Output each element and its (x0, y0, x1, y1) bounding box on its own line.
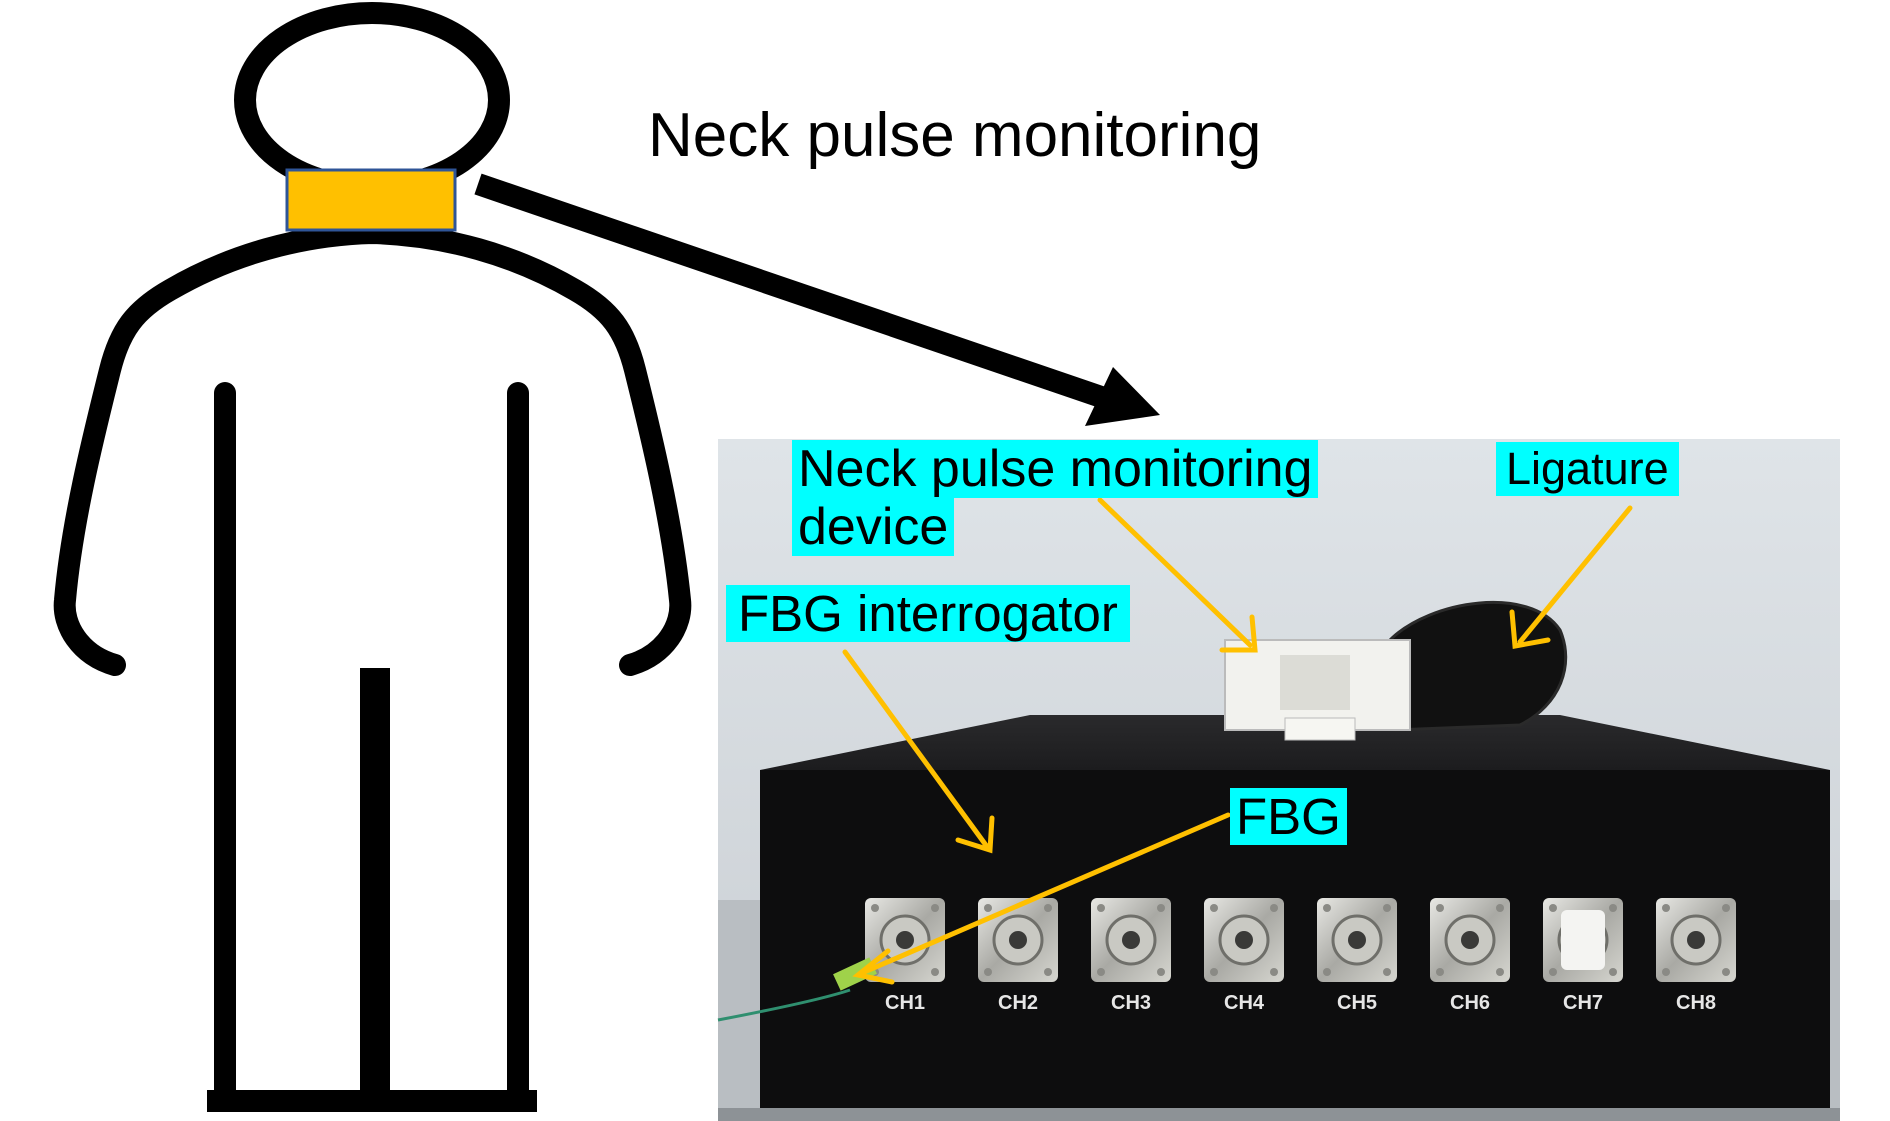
callout-neck-device: Neck pulse monitoring device (792, 440, 1319, 557)
callout-fbg-interrogator: FBG interrogator (726, 585, 1130, 643)
port-ch6 (1430, 898, 1510, 982)
fiber-cable (717, 988, 851, 1022)
head (234, 2, 510, 198)
annotation-arrows (842, 497, 1633, 985)
channel-label: CH5 (1337, 992, 1378, 1014)
channel-label: CH3 (1111, 992, 1152, 1014)
channel-label: CH2 (998, 992, 1039, 1014)
callout-neck-device-line2: device (792, 498, 955, 557)
neck-band (285, 168, 457, 232)
fbg-arrow (859, 812, 1231, 976)
port-ch3 (1091, 898, 1171, 982)
fbg-arrow-head (852, 948, 895, 985)
channel-label: CH4 (1224, 992, 1265, 1014)
port-ch2 (978, 898, 1058, 982)
device-arrow (1097, 497, 1253, 648)
callout-fbg: FBG (1230, 788, 1347, 846)
interrogator-arrow-head (955, 815, 995, 854)
port-ch5 (1317, 898, 1397, 982)
device-arrow-head (1219, 614, 1258, 653)
channel-label: CH6 (1450, 992, 1491, 1014)
channel-label: CH1 (885, 992, 926, 1014)
interrogator-arrow (842, 649, 991, 851)
ligature-arrow (1517, 505, 1633, 645)
ligature-strap (1388, 601, 1568, 732)
callout-neck-device-line1: Neck pulse monitoring (792, 440, 1319, 499)
channel-label: CH7 (1563, 992, 1604, 1014)
body-outline (53, 222, 692, 676)
channel-label: CH8 (1676, 992, 1717, 1014)
ligature-arrow-head (1509, 609, 1551, 649)
interrogator-top (760, 715, 1830, 770)
legs (207, 668, 537, 1112)
pointer-arrow (474, 173, 1160, 426)
callout-ligature: Ligature (1496, 442, 1679, 497)
port-ch7 (1543, 898, 1623, 982)
port-ch4 (1204, 898, 1284, 982)
page-title: Neck pulse monitoring (648, 101, 1262, 170)
port-ch8 (1656, 898, 1736, 982)
